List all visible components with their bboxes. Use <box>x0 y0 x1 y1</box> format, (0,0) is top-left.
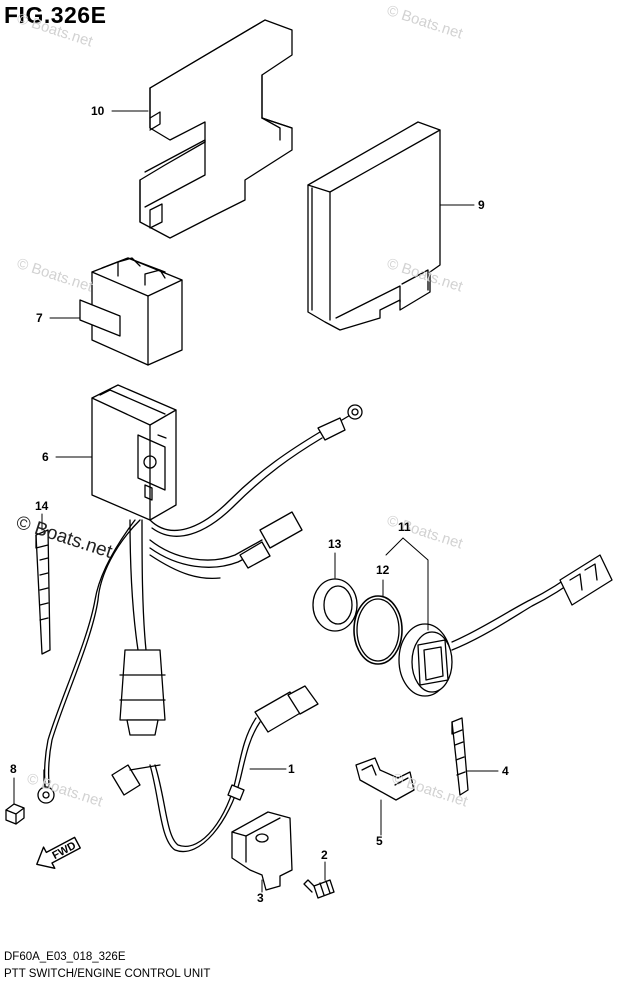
part-4-tie <box>451 717 469 796</box>
forward-arrow-label: FWD <box>50 840 78 862</box>
figure-title: FIG.326E <box>4 2 107 28</box>
part-1-harness <box>111 685 319 853</box>
part-8-bolt <box>5 803 25 825</box>
callout-1: 1 <box>288 762 295 776</box>
part-12-oring <box>353 595 403 665</box>
callout-5: 5 <box>376 834 383 848</box>
callout-10: 10 <box>91 104 105 118</box>
callout-3: 3 <box>257 891 264 905</box>
part-7-relay <box>79 257 183 366</box>
callout-14: 14 <box>35 499 49 513</box>
callout-4: 4 <box>502 764 509 778</box>
part-6-unit <box>37 384 363 804</box>
part-14-tie <box>35 529 51 655</box>
forward-arrow-icon: FWD <box>36 836 81 869</box>
callout-6: 6 <box>42 450 49 464</box>
callout-8: 8 <box>10 762 17 776</box>
part-10-cover <box>139 19 293 239</box>
figure-code: DF60A_E03_018_326E <box>4 951 126 963</box>
callout-2: 2 <box>321 848 328 862</box>
callout-7: 7 <box>36 311 43 325</box>
part-9-ecu <box>307 121 441 331</box>
part-2-screw <box>303 879 335 899</box>
leader-lines <box>13 110 499 893</box>
callout-12: 12 <box>376 563 390 577</box>
part-5-clamp <box>355 757 415 801</box>
part-3-bracket <box>231 811 293 891</box>
figure-caption: PTT SWITCH/ENGINE CONTROL UNIT <box>4 968 211 980</box>
part-13-ring <box>312 578 358 632</box>
part-11-switch <box>398 554 613 697</box>
callout-11: 11 <box>398 520 411 534</box>
callout-9: 9 <box>478 198 485 212</box>
callout-13: 13 <box>328 537 342 551</box>
